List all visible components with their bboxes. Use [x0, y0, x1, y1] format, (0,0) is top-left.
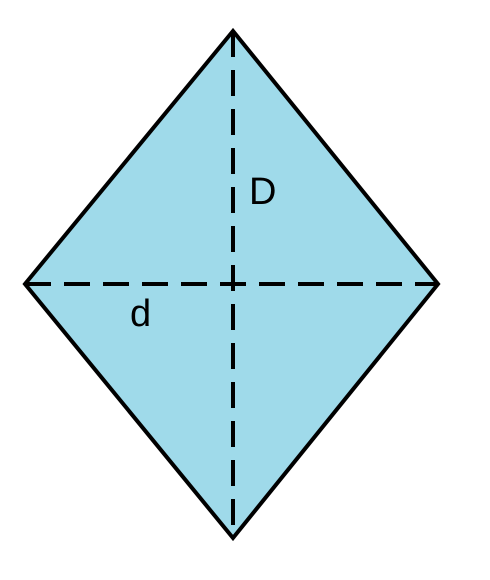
- short-diagonal-label: d: [130, 293, 151, 335]
- long-diagonal-label: D: [249, 171, 276, 213]
